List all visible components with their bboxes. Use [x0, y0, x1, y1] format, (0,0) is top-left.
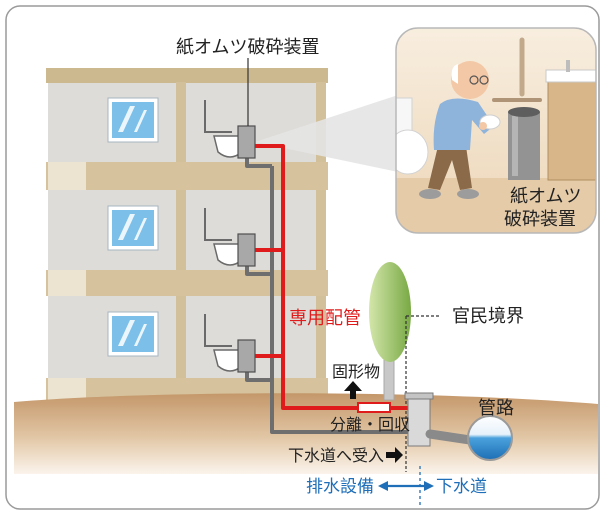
shirt: [433, 98, 494, 150]
inset-frame: [395, 27, 597, 234]
crusher-device: [237, 339, 256, 373]
glasses: [479, 75, 489, 85]
crusher-device: [237, 233, 256, 267]
drain-pipe-main: [270, 166, 410, 434]
solids-label: 固形物: [332, 362, 380, 381]
floor-slab: [46, 162, 328, 190]
hand: [479, 122, 487, 130]
sewer-connection-pipe: [425, 429, 475, 445]
crusher-device: [237, 125, 256, 159]
building-roof: [46, 68, 328, 83]
apartment-building: [46, 68, 328, 400]
separator-box: [357, 402, 391, 413]
separation-label: 分離・回収: [330, 415, 410, 434]
boundary-label: 官民境界: [452, 306, 524, 327]
collection-box: [404, 392, 434, 447]
elderly-man: [419, 61, 501, 199]
dedicated-pipe: [255, 144, 410, 410]
toilet-icon: [396, 97, 429, 175]
shoe: [419, 189, 441, 199]
drainage-facility-label: 排水設備: [306, 477, 374, 497]
arrow-right-icon: [386, 447, 403, 463]
inset-label-line1: 紙オムツ: [510, 186, 581, 207]
inset-label-line2: 破砕装置: [504, 209, 576, 230]
drain-pipe-branch: [245, 266, 272, 276]
building-column: [316, 82, 326, 400]
drain-pipe-branch: [245, 158, 272, 168]
sewer-label: 下水道: [436, 477, 487, 497]
shoe: [457, 189, 479, 199]
hair: [451, 64, 458, 84]
window: [107, 205, 159, 251]
callout-wedge: [255, 95, 398, 172]
sewer-intake-label: 下水道へ受入: [288, 446, 384, 465]
balcony-panel: [48, 378, 86, 400]
window: [107, 311, 159, 357]
device-label: 紙オムツ破砕装置: [176, 37, 319, 58]
balcony-panel: [48, 270, 86, 296]
dedicated-pipe-label: 専用配管: [289, 308, 361, 329]
window: [107, 97, 159, 143]
glasses: [469, 75, 479, 85]
tree-icon: [369, 262, 411, 401]
sink-cabinet: [545, 60, 596, 181]
drain-pipe-branch: [245, 372, 272, 382]
pipe-cross-section-icon: [467, 415, 513, 461]
drain-pipe: [245, 158, 410, 434]
arrow-up-icon: [344, 381, 362, 399]
double-arrow-icon: [378, 481, 434, 491]
dedicated-pipe-main: [255, 144, 410, 410]
pants: [428, 146, 472, 190]
balcony-panel: [48, 162, 86, 190]
building-column: [176, 82, 186, 400]
inset-crusher-device: [508, 107, 540, 180]
pipeline-label: 管路: [478, 398, 514, 419]
inset-scene: [396, 28, 596, 233]
floor-slab: [46, 270, 328, 296]
